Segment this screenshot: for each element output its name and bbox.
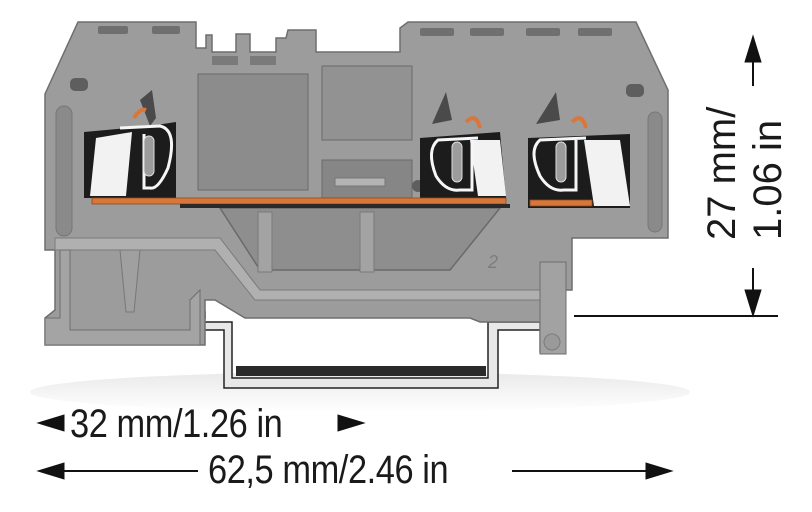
arrow-right-icon — [337, 414, 366, 432]
arrow-right-icon — [645, 462, 674, 480]
dimension-inner-width-label: 32 mm/1.26 in — [70, 402, 283, 446]
busbar — [91, 197, 593, 208]
left-cage-clamp — [84, 90, 176, 198]
dimension-height-line2: 1.06 in — [746, 119, 790, 240]
housing: 2 — [44, 21, 669, 355]
ground-shadow — [30, 372, 690, 412]
arrow-up-icon — [744, 34, 762, 63]
dimension-height-line1: 27 mm/ — [700, 106, 744, 240]
marking-number: 2 — [487, 252, 498, 272]
arrow-left-icon — [36, 414, 65, 432]
dimension-height-label: 27 mm/ 1.06 in — [690, 100, 812, 260]
dimension-lines — [36, 34, 778, 480]
arrow-down-icon — [744, 289, 762, 318]
dimension-total-width-label: 62,5 mm/2.46 in — [208, 448, 449, 492]
middle-cage-clamp — [420, 92, 506, 198]
right-cage-clamp — [528, 92, 630, 208]
